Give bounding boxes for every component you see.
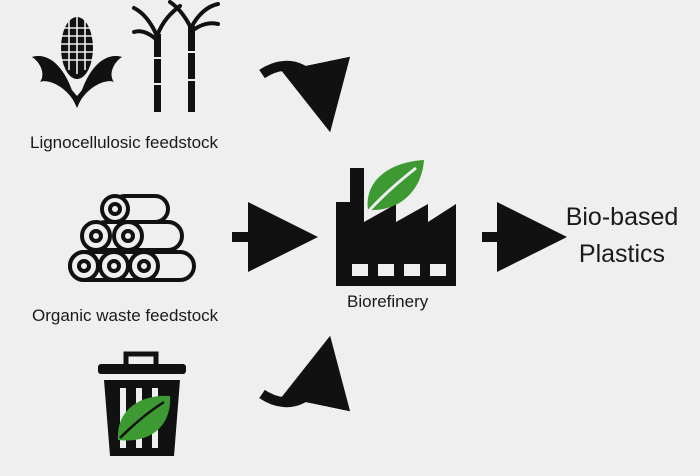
biorefinery-label: Biorefinery xyxy=(347,292,429,311)
corn-icon xyxy=(32,17,122,108)
output-label: Bio-based Plastics xyxy=(560,199,684,273)
lignocellulosic-feedstock-label: Lignocellulosic feedstock xyxy=(30,133,219,152)
curved-arrow-bottom xyxy=(259,335,351,412)
factory-icon xyxy=(336,160,456,286)
output-label-line2: Plastics xyxy=(578,240,666,268)
curved-arrow-top xyxy=(259,56,351,133)
output-label-line1: Bio-based xyxy=(565,203,679,231)
sugarcane-icon xyxy=(132,0,220,112)
organic-waste-feedstock-label: Organic waste feedstock xyxy=(32,306,219,325)
log-pile-icon xyxy=(68,194,196,282)
trash-bin-icon xyxy=(98,351,186,456)
